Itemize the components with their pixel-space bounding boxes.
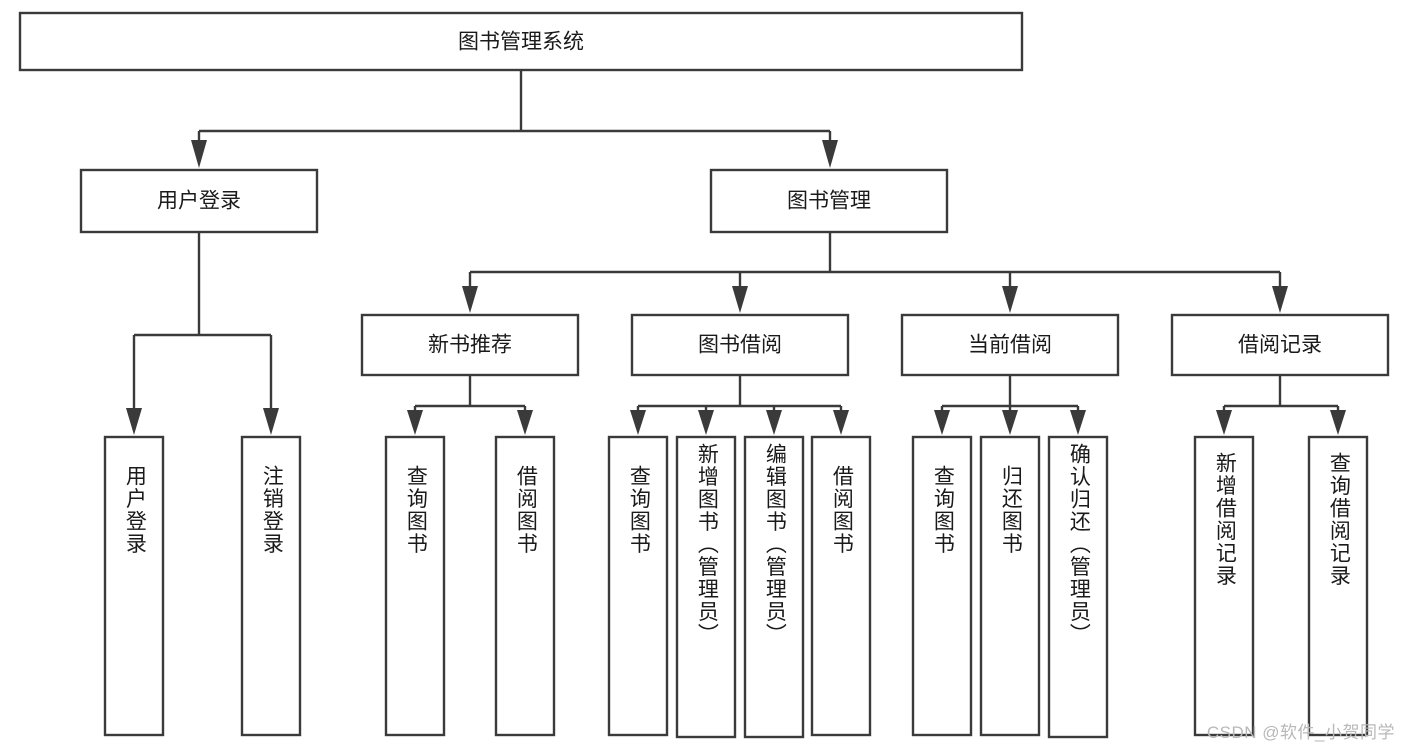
arrow-head-leaf-user-login-1 <box>126 408 142 435</box>
label-current-borrow: 当前借阅 <box>968 334 1052 357</box>
arrow-head-cb-leaf-1 <box>934 410 950 435</box>
arrow-head-cb-leaf-2 <box>1002 410 1018 435</box>
node-book-borrow[interactable] <box>630 313 850 377</box>
leaf-new-book-recommend-2[interactable] <box>494 435 556 737</box>
leaf-borrow-record-2[interactable] <box>1307 435 1369 737</box>
leaf-borrow-record-1[interactable] <box>1193 435 1255 737</box>
label-book-borrow: 图书借阅 <box>698 334 782 357</box>
arrow-head-bb-leaf-2 <box>698 410 714 435</box>
node-user-login[interactable] <box>79 168 319 234</box>
leaf-current-borrow-2[interactable] <box>979 435 1041 737</box>
csdn-watermark: CSDN @软件_小贺同学 <box>1206 723 1395 742</box>
arrow-head-current-borrow <box>1002 286 1018 313</box>
leaf-book-borrow-2[interactable] <box>675 435 737 739</box>
arrow-head-bb-leaf-3 <box>766 410 782 435</box>
label-borrow-record: 借阅记录 <box>1238 334 1322 357</box>
node-label-layer: 图书管理系统 用户登录 图书管理 新书推荐 图书借阅 当前借阅 借阅记录 <box>157 31 1322 357</box>
leaf-book-borrow-4[interactable] <box>810 435 872 737</box>
leaf-new-book-recommend-1[interactable] <box>384 435 446 737</box>
label-new-book-recommend: 新书推荐 <box>428 334 512 357</box>
arrow-head-cb-leaf-3 <box>1070 410 1086 435</box>
node-new-book-recommend[interactable] <box>360 313 580 377</box>
connector-layer <box>126 70 1346 435</box>
arrow-head-leaf-user-login-2 <box>263 408 279 435</box>
leaf-current-borrow-1[interactable] <box>911 435 973 737</box>
leaf-book-borrow-3[interactable] <box>743 435 805 739</box>
arrow-head-nbr-leaf-2 <box>517 410 533 435</box>
arrow-head-bb-leaf-1 <box>630 410 646 435</box>
label-book-management: 图书管理 <box>787 190 871 213</box>
leaf-user-login-1[interactable] <box>103 435 165 737</box>
label-user-login: 用户登录 <box>157 190 241 213</box>
arrow-head-nbr-leaf-1 <box>407 410 423 435</box>
node-current-borrow[interactable] <box>900 313 1120 377</box>
arrow-head-br-leaf-1 <box>1216 410 1232 435</box>
node-root-book-management-system[interactable] <box>18 11 1024 72</box>
leaf-current-borrow-3[interactable] <box>1047 435 1109 739</box>
arrow-head-borrow-record <box>1272 286 1288 313</box>
node-borrow-record[interactable] <box>1170 313 1390 377</box>
node-book-management[interactable] <box>709 168 949 234</box>
label-root: 图书管理系统 <box>458 31 584 54</box>
arrow-head-book-manage <box>822 140 838 168</box>
arrow-head-new-book-recommend <box>462 286 478 313</box>
node-box-layer <box>18 11 1390 739</box>
arrow-head-book-borrow <box>732 286 748 313</box>
leaf-book-borrow-1[interactable] <box>607 435 669 737</box>
arrow-head-user-login <box>191 140 207 168</box>
leaf-user-login-2[interactable] <box>240 435 302 737</box>
arrow-head-bb-leaf-4 <box>833 410 849 435</box>
arrow-head-br-leaf-2 <box>1330 410 1346 435</box>
